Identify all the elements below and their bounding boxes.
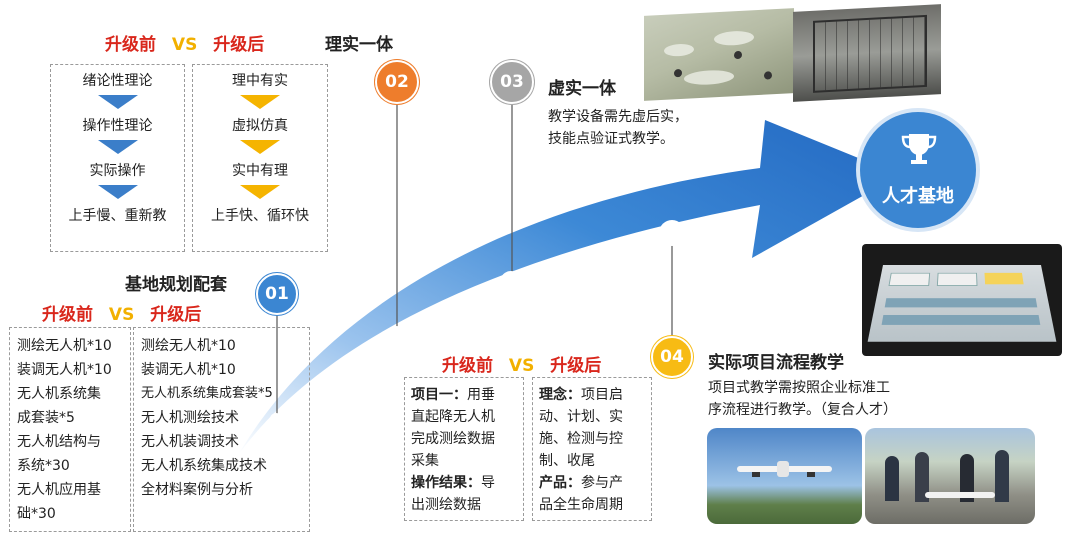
section-01-before-box <box>9 327 131 532</box>
section-03-number: 03 <box>490 60 534 104</box>
description-line: 序流程进行教学。（复合人才） <box>708 402 897 418</box>
concept-line: 项目启 <box>581 387 623 403</box>
before-label: 升级前 <box>42 305 93 325</box>
before-step-4: 上手慢、重新教 <box>68 208 167 224</box>
section-01-compare-header: 升级前 VS 升级后 <box>42 300 201 325</box>
after-label: 升级后 <box>150 305 202 325</box>
section-01-number: 01 <box>256 273 298 315</box>
list-item: 成套装*5 <box>17 410 75 426</box>
section-02-number: 02 <box>375 60 419 104</box>
trophy-icon <box>901 134 937 164</box>
section-04-after-box <box>532 377 652 521</box>
drone-cage-photo <box>793 4 941 102</box>
arrow-node-04 <box>659 220 685 246</box>
arrow-node-01 <box>270 413 282 425</box>
section-02-before-box <box>50 64 185 252</box>
list-item: 无人机结构与 <box>17 434 101 450</box>
result-line: 出测绘数据 <box>411 497 481 513</box>
section-04-description: 项目式教学需按照企业标准工 序流程进行教学。（复合人才） <box>708 377 897 421</box>
before-line: 项目一：用垂 <box>411 384 523 406</box>
vs-label: VS <box>171 35 198 55</box>
arrow-node-02 <box>387 326 405 344</box>
concept-line: 施、检测与控 <box>539 431 623 447</box>
lab-layout-photo <box>862 244 1062 356</box>
description-line: 技能点验证式教学。 <box>548 131 674 147</box>
list-item: 无人机系统集成套装*5 <box>141 386 273 401</box>
arrow-down-icon <box>97 140 138 154</box>
before-line: 直起降无人机 <box>411 409 495 425</box>
concept-line: 制、收尾 <box>539 453 595 469</box>
list-item: 系统*30 <box>17 458 70 474</box>
project-text: 用垂 <box>467 387 495 403</box>
arrow-down-icon <box>97 95 138 109</box>
after-step-4: 上手快、循环快 <box>211 208 309 224</box>
before-line: 采集 <box>411 453 439 469</box>
section-04-before-box <box>404 377 524 521</box>
after-step-3: 实中有理 <box>232 163 288 179</box>
arrow-down-icon <box>240 95 280 109</box>
list-item: 无人机系统集 <box>17 386 101 402</box>
section-01-after-list: 测绘无人机*10 装调无人机*10 无人机系统集成套装*5 无人机测绘技术 无人… <box>141 334 311 502</box>
product-line: 品全生命周期 <box>539 497 623 513</box>
section-03-description: 教学设备需先虚后实， 技能点验证式教学。 <box>548 106 688 150</box>
after-step-1: 理中有实 <box>232 73 288 89</box>
section-03-title: 虚实一体 <box>548 79 616 99</box>
product-line: 参与产 <box>581 475 623 491</box>
list-item: 无人机测绘技术 <box>141 410 239 426</box>
concept-label: 理念： <box>539 387 581 403</box>
section-04-before-content: 项目一：用垂 直起降无人机 完成测绘数据 采集 操作结果：导 出测绘数据 <box>411 384 523 516</box>
arrow-down-icon <box>97 185 138 199</box>
result-label: 操作结果： <box>411 475 481 491</box>
before-step-2: 操作性理论 <box>82 118 153 134</box>
list-item: 装调无人机*10 <box>141 362 236 378</box>
section-01-before-list: 测绘无人机*10 装调无人机*10 无人机系统集 成套装*5 无人机结构与 系统… <box>17 334 129 526</box>
list-item: 全材料案例与分析 <box>141 482 253 498</box>
vtol-drone-photo <box>707 428 862 524</box>
before-step-1: 绪论性理论 <box>82 73 153 89</box>
arrow-down-icon <box>240 185 280 199</box>
description-line: 教学设备需先虚后实， <box>548 109 688 125</box>
section-02-title: 理实一体 <box>325 35 393 55</box>
before-label: 升级前 <box>105 35 156 55</box>
description-line: 项目式教学需按照企业标准工 <box>708 380 890 396</box>
students-field-photo <box>865 428 1035 524</box>
list-item: 测绘无人机*10 <box>17 338 112 354</box>
after-label: 升级后 <box>213 35 265 55</box>
drone-field-photo <box>644 8 794 101</box>
section-04-number: 04 <box>651 336 693 378</box>
section-01-title: 基地规划配套 <box>125 275 227 295</box>
vs-label: VS <box>108 305 135 325</box>
list-item: 无人机应用基 <box>17 482 101 498</box>
after-label: 升级后 <box>550 356 602 376</box>
list-item: 测绘无人机*10 <box>141 338 236 354</box>
section-02-before-flow: 绪论性理论 操作性理论 实际操作 上手慢、重新教 <box>50 70 185 227</box>
section-02-compare-header: 升级前 VS 升级后 <box>105 30 264 55</box>
before-label: 升级前 <box>442 356 493 376</box>
arrow-down-icon <box>240 140 280 154</box>
concept-line: 动、计划、实 <box>539 409 623 425</box>
section-02-after-flow: 理中有实 虚拟仿真 实中有理 上手快、循环快 <box>192 70 328 227</box>
arrow-node-03 <box>500 271 522 293</box>
after-step-2: 虚拟仿真 <box>232 118 288 134</box>
list-item: 无人机系统集成技术 <box>141 458 267 474</box>
section-04-after-content: 理念：项目启 动、计划、实 施、检测与控 制、收尾 产品：参与产 品全生命周期 <box>539 384 651 516</box>
before-line: 完成测绘数据 <box>411 431 495 447</box>
list-item: 础*30 <box>17 506 56 522</box>
result-line: 导 <box>481 475 495 491</box>
project-label: 项目一： <box>411 387 467 403</box>
product-label: 产品： <box>539 475 581 491</box>
talent-base-label: 人才基地 <box>882 186 954 207</box>
section-04-title: 实际项目流程教学 <box>708 353 844 373</box>
talent-base-circle <box>860 112 976 228</box>
vs-label: VS <box>508 356 535 376</box>
list-item: 装调无人机*10 <box>17 362 112 378</box>
before-step-3: 实际操作 <box>89 163 146 179</box>
section-02-after-box <box>192 64 328 252</box>
list-item: 无人机装调技术 <box>141 434 239 450</box>
section-01-after-box <box>133 327 310 532</box>
section-04-compare-header: 升级前 VS 升级后 <box>442 351 601 376</box>
